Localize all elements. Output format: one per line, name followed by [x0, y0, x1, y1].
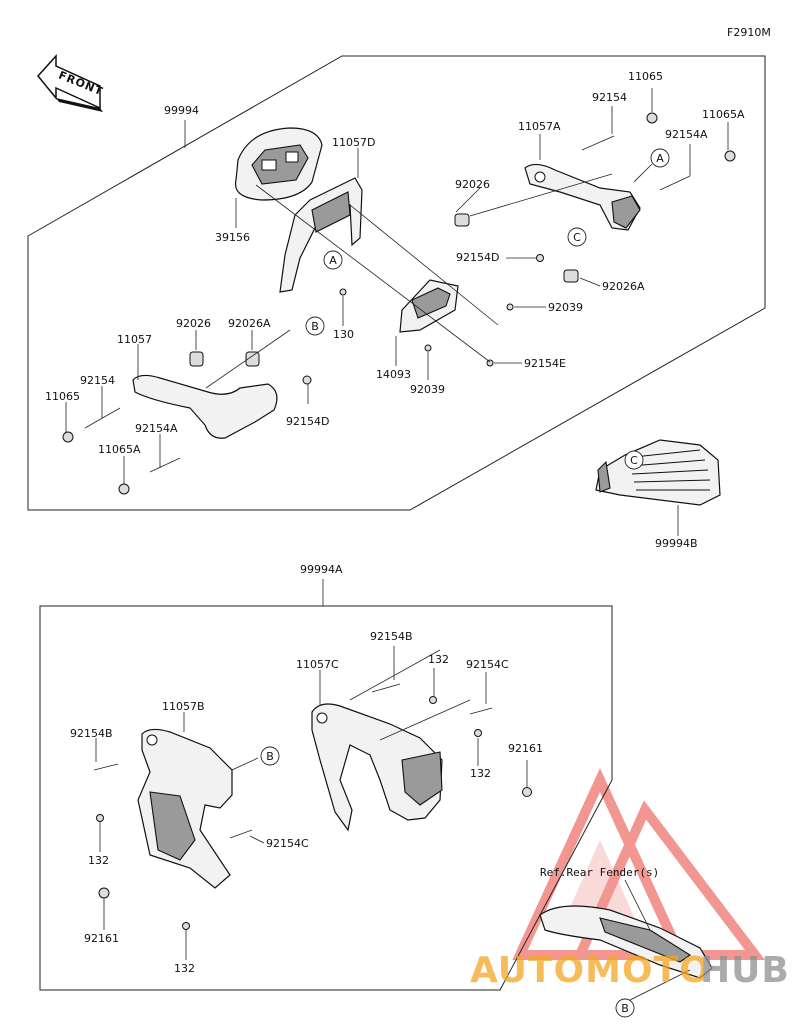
bottom-assembly-parts [93, 646, 532, 960]
watermark-text-right: HUB [700, 950, 790, 991]
label-92154E: 92154E [524, 357, 566, 370]
watermark-text: AUTOMOTO HUB [470, 950, 790, 991]
label-132-top: 132 [428, 653, 449, 666]
label-39156: 39156 [215, 231, 250, 244]
label-92026-top: 92026 [455, 178, 490, 191]
callout-c-2: C [630, 454, 638, 467]
watermark-text-left: AUTOMOTO [470, 950, 711, 991]
side-bracket-left [132, 374, 278, 439]
luggage-rack: C 99994B [595, 439, 721, 550]
callout-b-3: B [621, 1002, 629, 1015]
label-92154B-top: 92154B [370, 630, 413, 643]
backrest-pad [234, 127, 323, 201]
label-92154C-left: 92154C [266, 837, 309, 850]
label-132-left: 132 [88, 854, 109, 867]
rear-fender-reference: Ref.Rear Fender(s) B [539, 866, 713, 1018]
callout-a-1: A [656, 152, 664, 165]
label-92154-top: 92154 [592, 91, 627, 104]
label-92154D-left: 92154D [286, 415, 329, 428]
callout-b-2: B [266, 750, 274, 763]
assembly-label-99994B: 99994B [655, 537, 698, 550]
label-11057A: 11057A [518, 120, 561, 133]
bottom-assembly-box: 99994A [39, 563, 613, 991]
callout-b-1: B [311, 320, 319, 333]
label-11057B: 11057B [162, 700, 205, 713]
label-14093: 14093 [376, 368, 411, 381]
label-11065A-left: 11065A [98, 443, 141, 456]
label-92154A-left: 92154A [135, 422, 178, 435]
reference-note: Ref.Rear Fender(s) [540, 866, 659, 879]
label-11057: 11057 [117, 333, 152, 346]
assembly-label-99994A: 99994A [300, 563, 343, 576]
front-arrow-icon: FRONT [37, 54, 105, 112]
figure-id: F2910M [727, 26, 771, 39]
label-92154B-left: 92154B [70, 727, 113, 740]
label-130: 130 [333, 328, 354, 341]
label-92161-right: 92161 [508, 742, 543, 755]
label-92039-b: 92039 [410, 383, 445, 396]
label-92154-left: 92154 [80, 374, 115, 387]
label-92154C-top: 92154C [466, 658, 509, 671]
callout-c-1: C [573, 231, 581, 244]
top-callouts: A A C B [305, 148, 670, 336]
label-11057C: 11057C [296, 658, 339, 671]
label-11065-top: 11065 [628, 70, 663, 83]
top-assembly-box: 99994 [27, 55, 766, 511]
label-92026A-left: 92026A [228, 317, 271, 330]
label-132-mid: 132 [470, 767, 491, 780]
label-92161-left: 92161 [84, 932, 119, 945]
side-bracket-right [524, 163, 641, 231]
label-11057D: 11057D [332, 136, 375, 149]
label-11065-left: 11065 [45, 390, 80, 403]
top-assembly-parts [62, 88, 736, 495]
callout-a-2: A [329, 254, 337, 267]
label-92154D-top: 92154D [456, 251, 499, 264]
label-92154A-top: 92154A [665, 128, 708, 141]
label-11065A-top: 11065A [702, 108, 745, 121]
label-92039-a: 92039 [548, 301, 583, 314]
label-92026A-top: 92026A [602, 280, 645, 293]
label-132-bottom: 132 [174, 962, 195, 975]
backrest-bracket [279, 177, 363, 293]
label-92026-left: 92026 [176, 317, 211, 330]
bottom-labels: 92154B 132 92154C 11057C 132 92161 11057… [70, 630, 543, 975]
assembly-label-99994: 99994 [164, 104, 199, 117]
top-labels: 11065 92154 11065A 11057A 92154A 11057D … [45, 70, 745, 456]
mount-plate [399, 279, 459, 333]
